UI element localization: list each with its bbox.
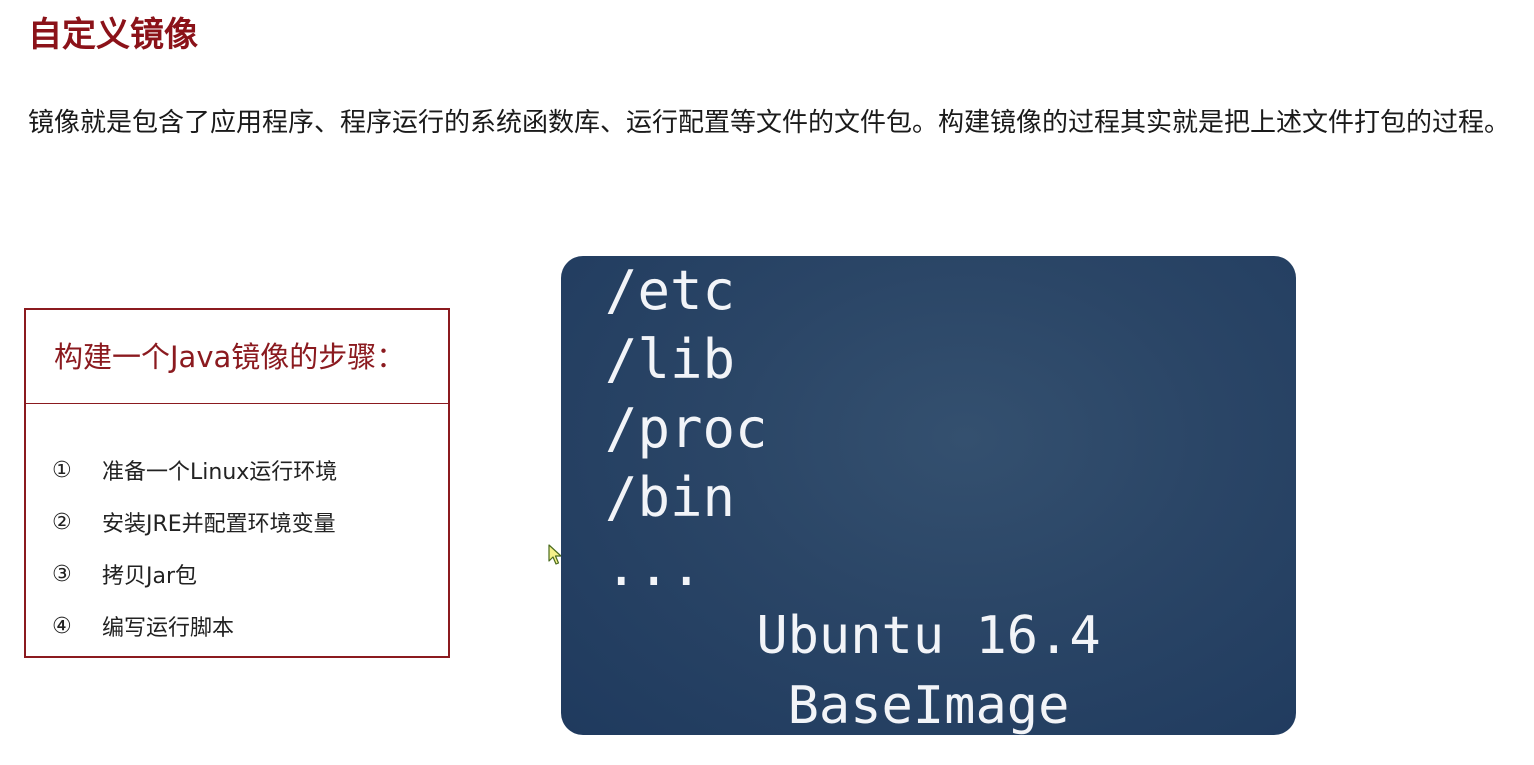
step-text: 准备一个Linux运行环境	[102, 460, 338, 485]
steps-divider	[26, 403, 448, 404]
step-text: 拷贝Jar包	[102, 564, 198, 589]
java-image-steps-box: 构建一个Java镜像的步骤： ① 准备一个Linux运行环境 ② 安装JRE并配…	[24, 308, 450, 658]
directory-list: /etc /lib /proc /bin ...	[605, 256, 768, 601]
base-image-label: BaseImage	[787, 676, 1070, 735]
page-title: 自定义镜像	[28, 15, 198, 55]
base-os-name: Ubuntu 16.4	[756, 606, 1101, 666]
step-item: ④ 编写运行脚本	[52, 600, 337, 652]
step-number: ③	[52, 561, 72, 587]
directory-item: /proc	[605, 397, 768, 460]
base-image-panel: /etc /lib /proc /bin ... Ubuntu 16.4 Bas…	[561, 256, 1296, 735]
step-number: ②	[52, 509, 72, 535]
directory-item: /etc	[605, 259, 736, 322]
step-number: ①	[52, 457, 72, 483]
step-number: ④	[52, 613, 72, 639]
mouse-pointer-icon	[548, 544, 562, 565]
step-text: 安装JRE并配置环境变量	[102, 512, 336, 537]
step-item: ③ 拷贝Jar包	[52, 548, 337, 600]
steps-list: ① 准备一个Linux运行环境 ② 安装JRE并配置环境变量 ③ 拷贝Jar包 …	[52, 444, 337, 652]
step-text: 编写运行脚本	[102, 616, 235, 641]
intro-paragraph: 镜像就是包含了应用程序、程序运行的系统函数库、运行配置等文件的文件包。构建镜像的…	[28, 108, 1511, 138]
directory-item: ...	[605, 535, 703, 598]
steps-title: 构建一个Java镜像的步骤：	[54, 340, 406, 374]
directory-item: /bin	[605, 466, 736, 529]
step-item: ② 安装JRE并配置环境变量	[52, 496, 337, 548]
directory-item: /lib	[605, 328, 736, 391]
step-item: ① 准备一个Linux运行环境	[52, 444, 337, 496]
